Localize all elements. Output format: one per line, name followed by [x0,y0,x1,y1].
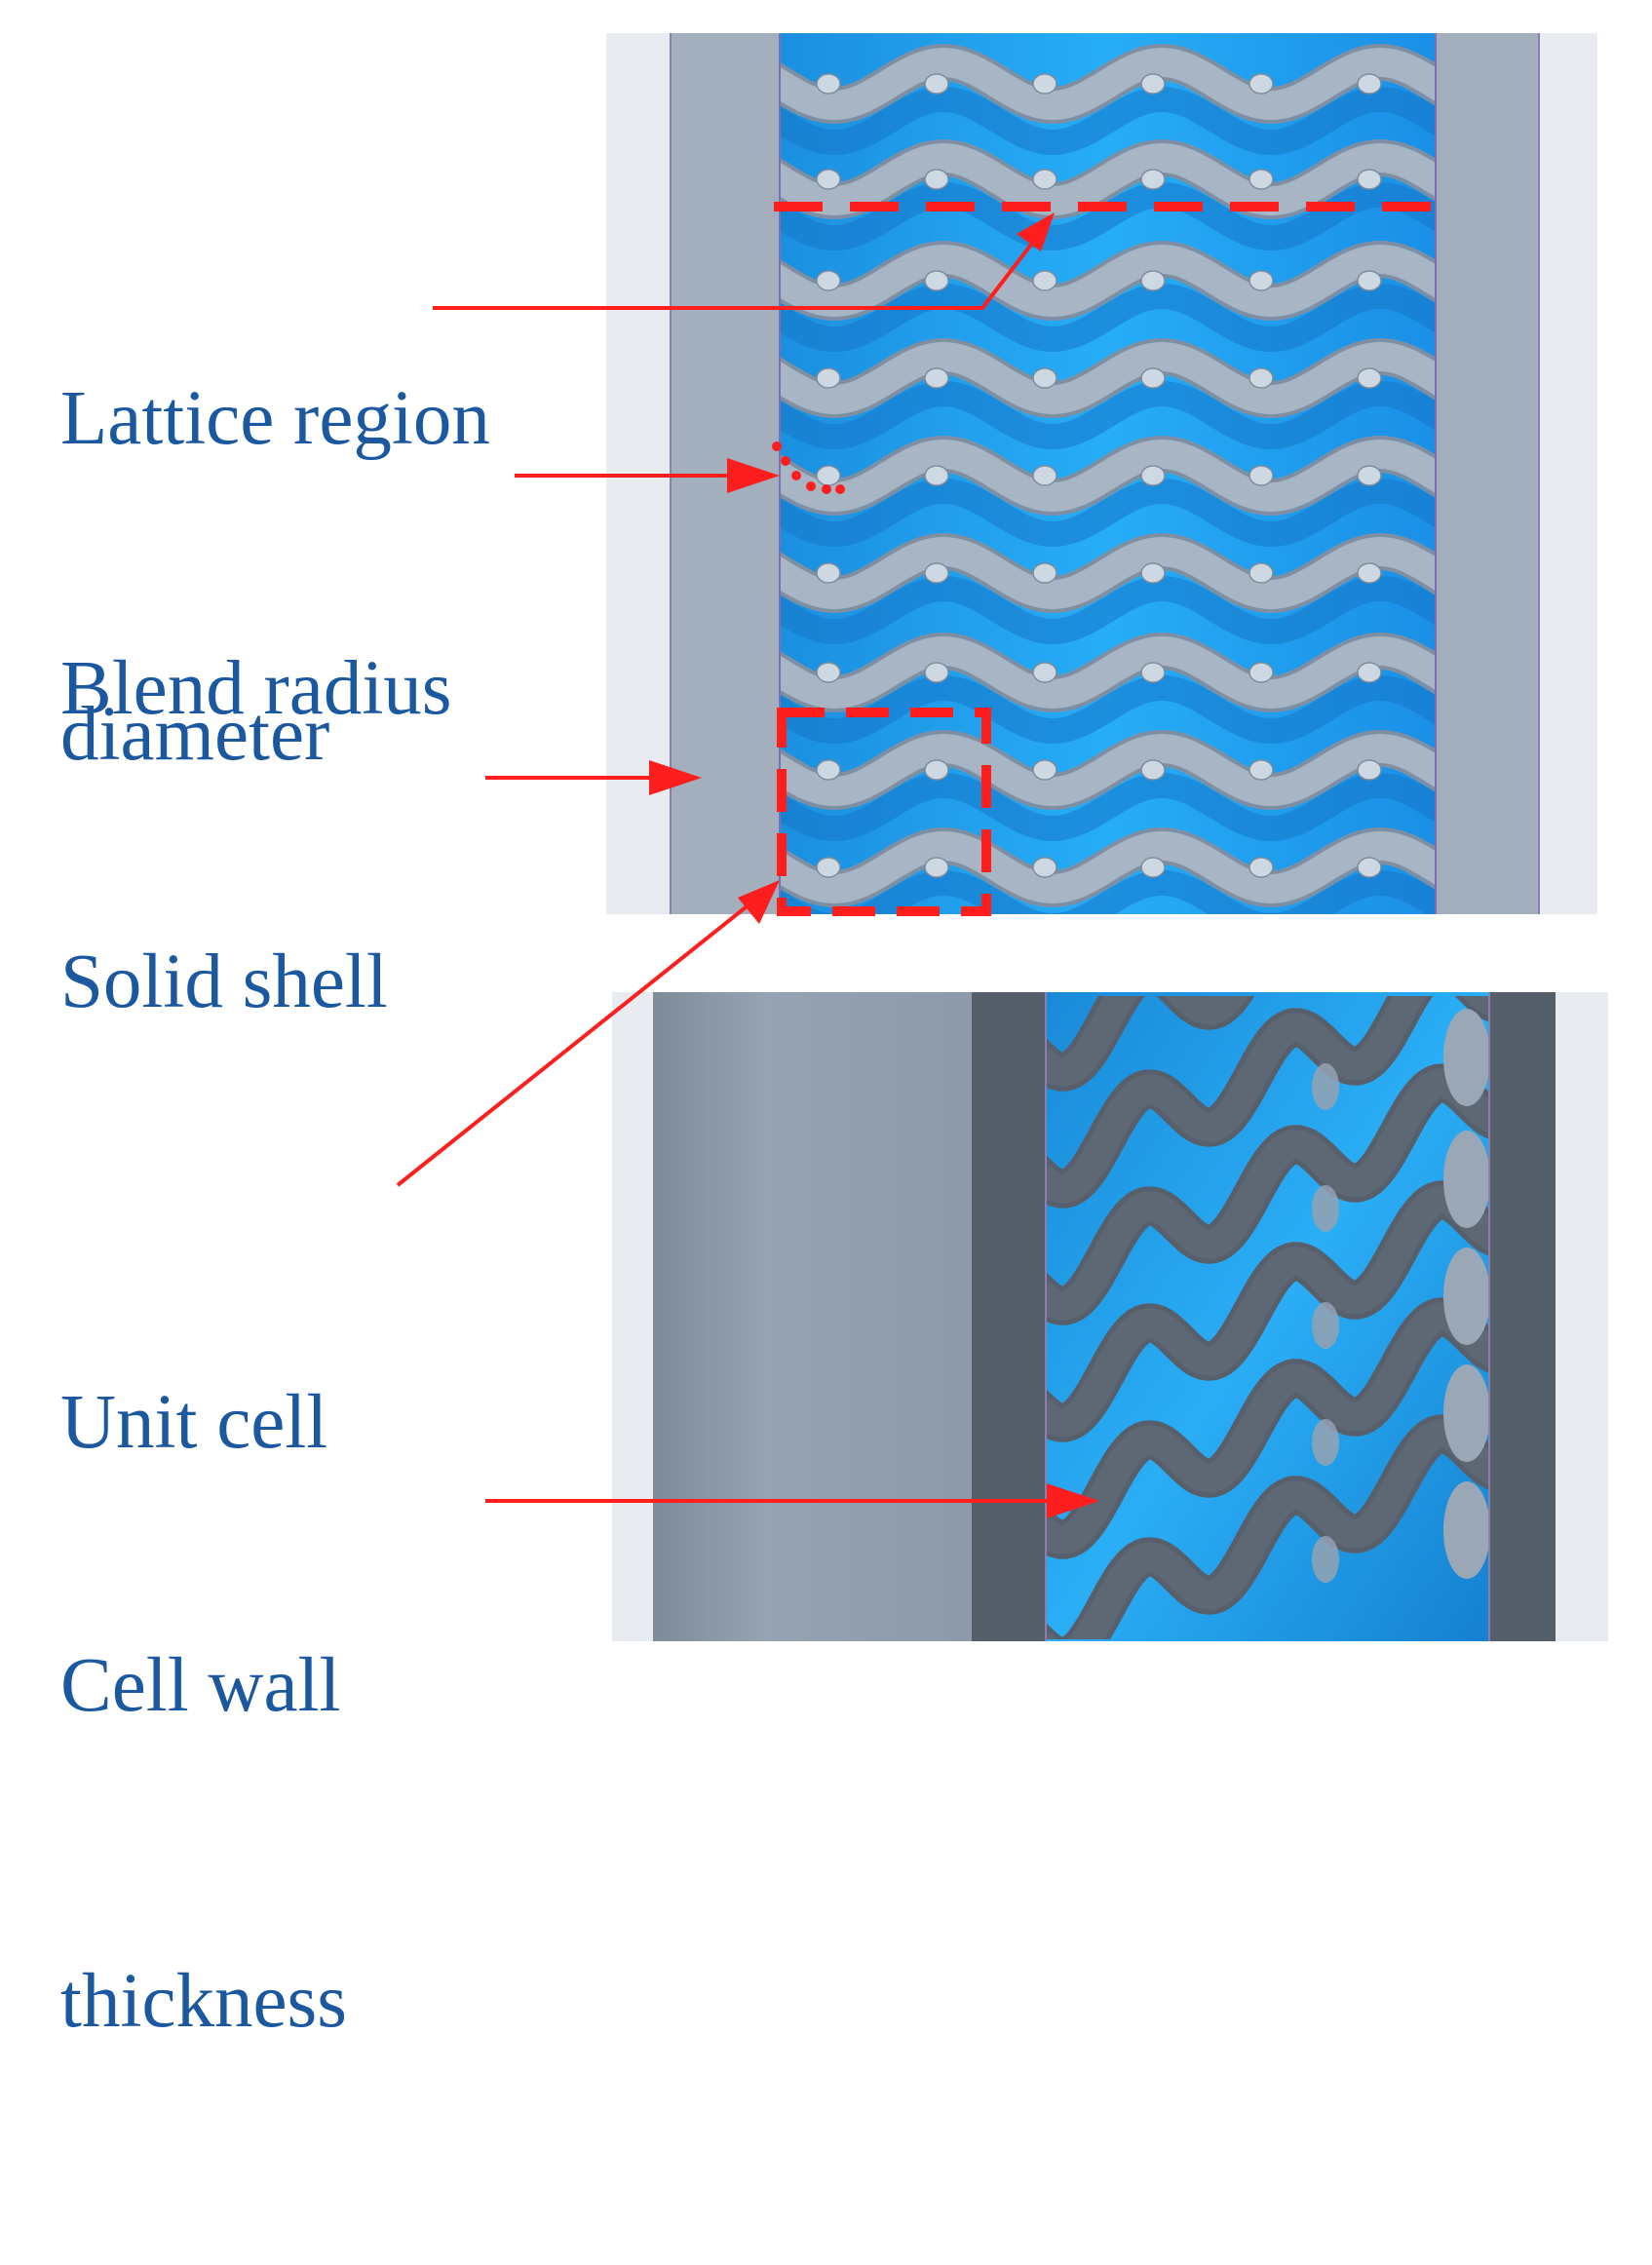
blend-radius-marker [772,441,845,494]
lattice-nodes [816,73,1382,878]
diagram-artwork [396,33,1608,1641]
blend-arrowhead [727,458,780,493]
lattice-walls-bottom [1046,996,1489,1639]
label-line: Blend radius [60,646,452,731]
cell-wall-arrowhead [1047,1483,1099,1518]
diameter-arrowhead [1017,212,1055,251]
lattice-openings [1312,1009,1489,1583]
shell-wall-right [1489,992,1556,1641]
lattice-diagram: Lattice region diameter Blend radius Sol… [60,33,1608,2044]
bottom-panel [612,992,1608,1641]
outer-shell-face [653,992,972,1641]
solid-shell-arrowhead [649,760,702,795]
label-line: diameter [60,692,330,777]
lattice-walls-top [780,44,1436,907]
unit-cell-dashed-box [777,708,991,916]
label-line: Unit cell [60,1380,328,1465]
solid-shell-right [1436,33,1539,914]
annotations [396,202,1437,1518]
label-line: Cell wall [60,1643,341,1728]
label-unit-cell: Unit cell [60,1160,327,1686]
unit-cell-leader-line [396,902,752,1187]
label-lattice-region-diameter: Lattice region diameter [60,156,490,998]
label-solid-shell: Solid shell [60,719,388,1246]
unit-cell-arrowhead [738,880,780,924]
label-line: Lattice region [60,376,490,461]
label-line: thickness [60,1959,348,2044]
top-panel [606,33,1597,914]
shell-wall-left [972,992,1046,1641]
label-cell-wall-thickness: Cell wall thickness [60,1423,347,2265]
label-blend-radius: Blend radius [60,426,452,952]
diameter-leader-line [433,239,1036,310]
label-line: Solid shell [60,940,388,1024]
